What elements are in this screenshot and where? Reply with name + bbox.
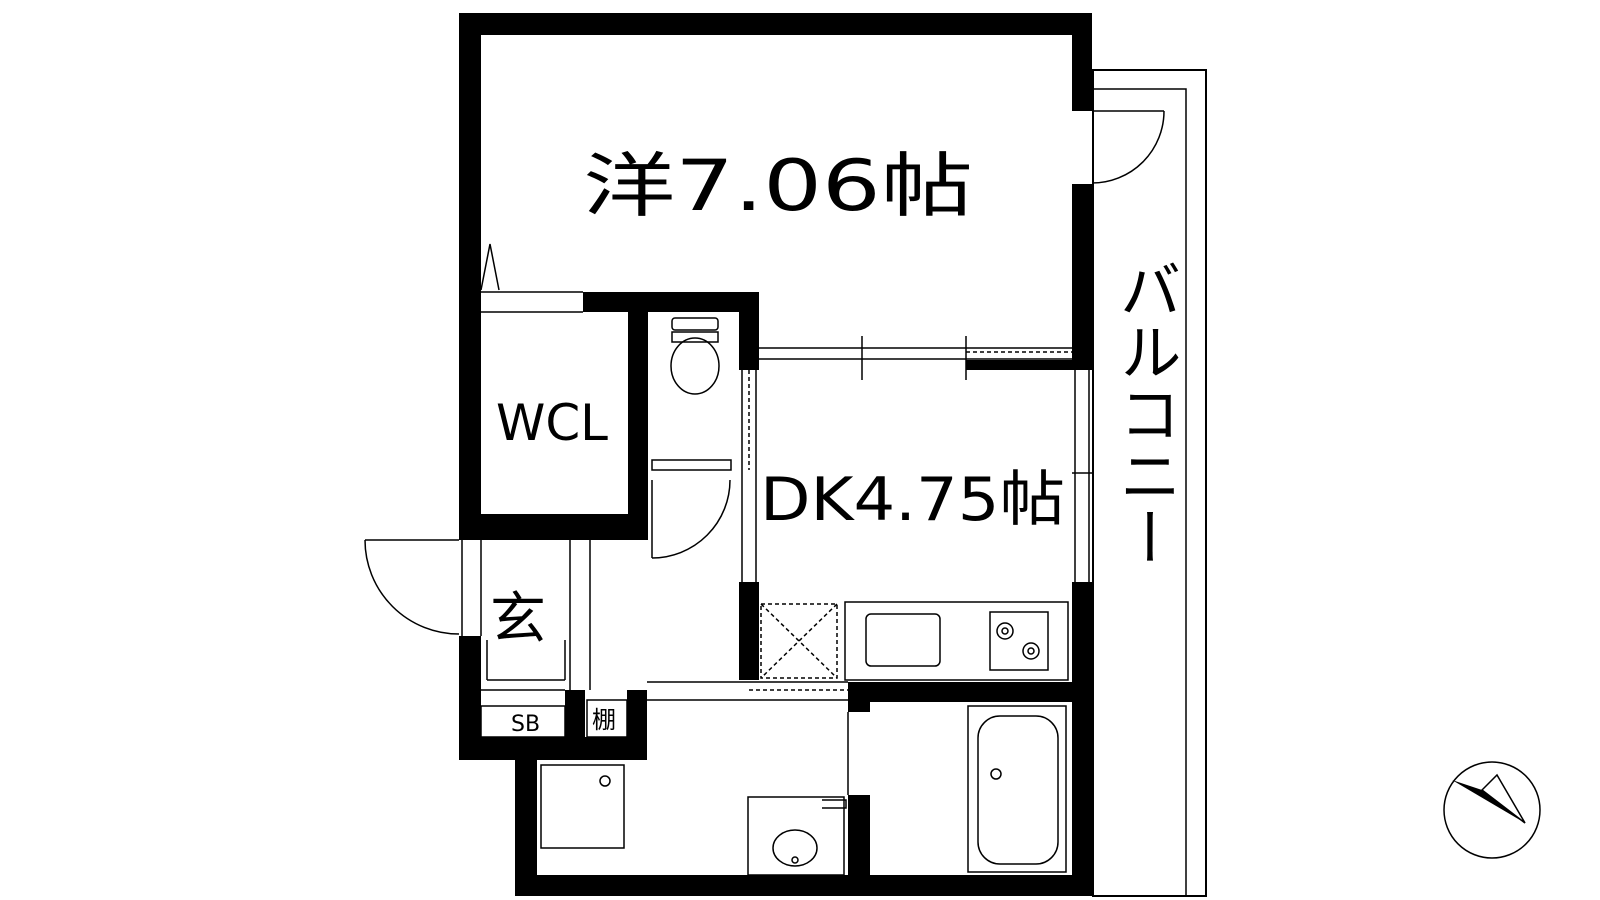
shelf-label: 棚 [592,706,616,734]
washing-machine-space [540,764,625,849]
wall-details [461,291,1092,795]
fridge-space [760,603,838,679]
balcony [1092,69,1207,897]
wcl-door-mark [480,243,500,291]
wcl-label: WCL [496,394,608,452]
balcony-door [1091,110,1165,184]
entrance-label: 玄 [490,587,546,652]
sb-label: SB [511,712,540,737]
toilet-fixture [670,317,720,395]
compass-icon [1443,761,1541,859]
interior-walls [481,292,1072,875]
wash-basin [747,796,847,876]
outer-walls [459,13,1092,896]
front-door [364,539,460,635]
western-room-label: 洋7.06帖 [583,145,973,227]
dk-room-label: DK4.75帖 [760,465,1065,535]
kitchen-counter [844,601,1069,681]
bathtub [967,705,1067,873]
doors [364,110,1165,635]
balcony-label: バルコニー [1109,258,1182,568]
toilet-door [651,459,732,471]
